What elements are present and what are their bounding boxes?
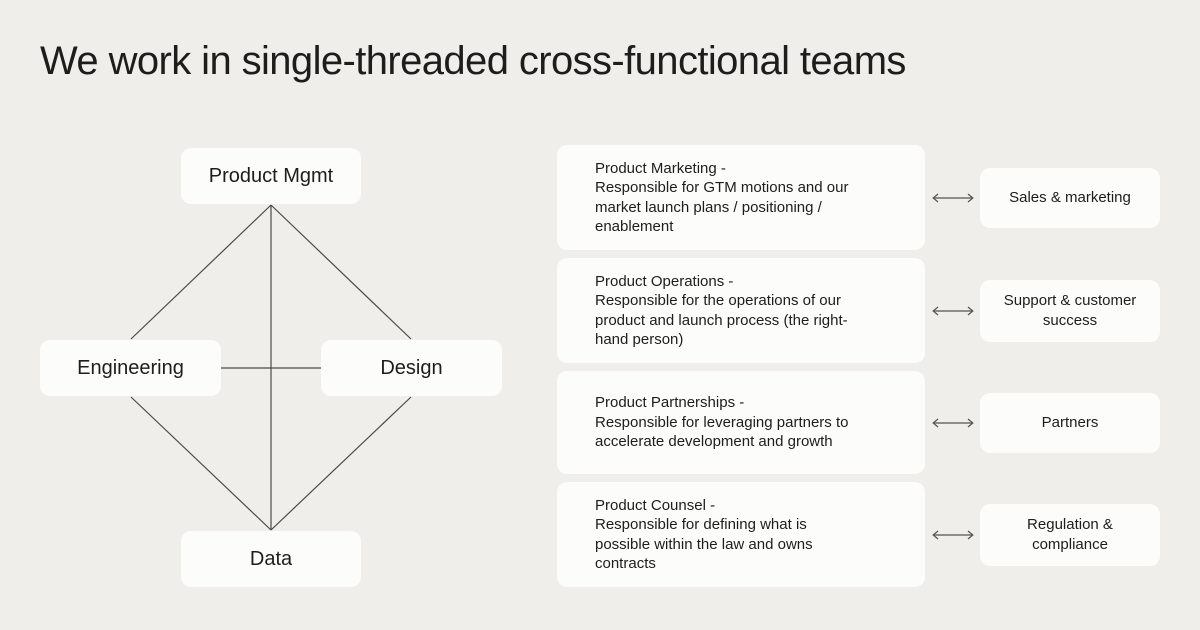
- double-arrow-icon: [925, 145, 980, 250]
- edge-pm-engineering: [130, 204, 272, 340]
- partner-wrap: Partners: [980, 371, 1160, 474]
- edge-design-data: [270, 396, 412, 531]
- page-title: We work in single-threaded cross-functio…: [40, 39, 906, 83]
- role-description: Responsible for the operations of our pr…: [595, 292, 848, 348]
- role-description: Responsible for leveraging partners to a…: [595, 413, 849, 451]
- partner-wrap: Sales & marketing: [980, 145, 1160, 250]
- double-arrow-icon: [925, 482, 980, 587]
- role-title: Product Partnerships -: [595, 394, 745, 412]
- role-description: Responsible for GTM motions and our mark…: [595, 179, 849, 235]
- partner-wrap: Support & customer success: [980, 258, 1160, 363]
- role-title: Product Marketing -: [595, 159, 726, 177]
- row-product-marketing: Product Marketing - Responsible for GTM …: [557, 145, 1160, 250]
- partner-card-partners[interactable]: Partners: [980, 392, 1160, 453]
- role-card-product-counsel[interactable]: Product Counsel - Responsible for defini…: [557, 482, 925, 587]
- role-title: Product Counsel -: [595, 496, 716, 514]
- partner-card-support-customer-success[interactable]: Support & customer success: [980, 279, 1160, 342]
- partner-wrap: Regulation & compliance: [980, 482, 1160, 587]
- row-product-operations: Product Operations - Responsible for the…: [557, 258, 1160, 363]
- row-product-partnerships: Product Partnerships - Responsible for l…: [557, 371, 1160, 474]
- edge-pm-design: [270, 204, 412, 340]
- row-product-counsel: Product Counsel - Responsible for defini…: [557, 482, 1160, 587]
- double-arrow-icon: [925, 258, 980, 363]
- edge-engineering-data: [130, 396, 272, 531]
- diagram-node-design[interactable]: Design: [321, 340, 502, 396]
- role-partner-rows: Product Marketing - Responsible for GTM …: [557, 145, 1160, 587]
- partner-card-regulation-compliance[interactable]: Regulation & compliance: [980, 503, 1160, 566]
- diagram-node-product-mgmt[interactable]: Product Mgmt: [181, 148, 361, 204]
- role-description: Responsible for defining what is possibl…: [595, 516, 813, 572]
- diagram-node-data[interactable]: Data: [181, 531, 361, 587]
- role-card-product-operations[interactable]: Product Operations - Responsible for the…: [557, 258, 925, 363]
- team-diamond-diagram: Product Mgmt Engineering Design Data: [0, 120, 540, 610]
- role-card-product-marketing[interactable]: Product Marketing - Responsible for GTM …: [557, 145, 925, 250]
- partner-card-sales-marketing[interactable]: Sales & marketing: [980, 167, 1160, 228]
- role-title: Product Operations -: [595, 272, 734, 290]
- diagram-node-engineering[interactable]: Engineering: [40, 340, 221, 396]
- double-arrow-icon: [925, 371, 980, 474]
- diamond-connector-lines: [130, 204, 412, 531]
- role-card-product-partnerships[interactable]: Product Partnerships - Responsible for l…: [557, 371, 925, 474]
